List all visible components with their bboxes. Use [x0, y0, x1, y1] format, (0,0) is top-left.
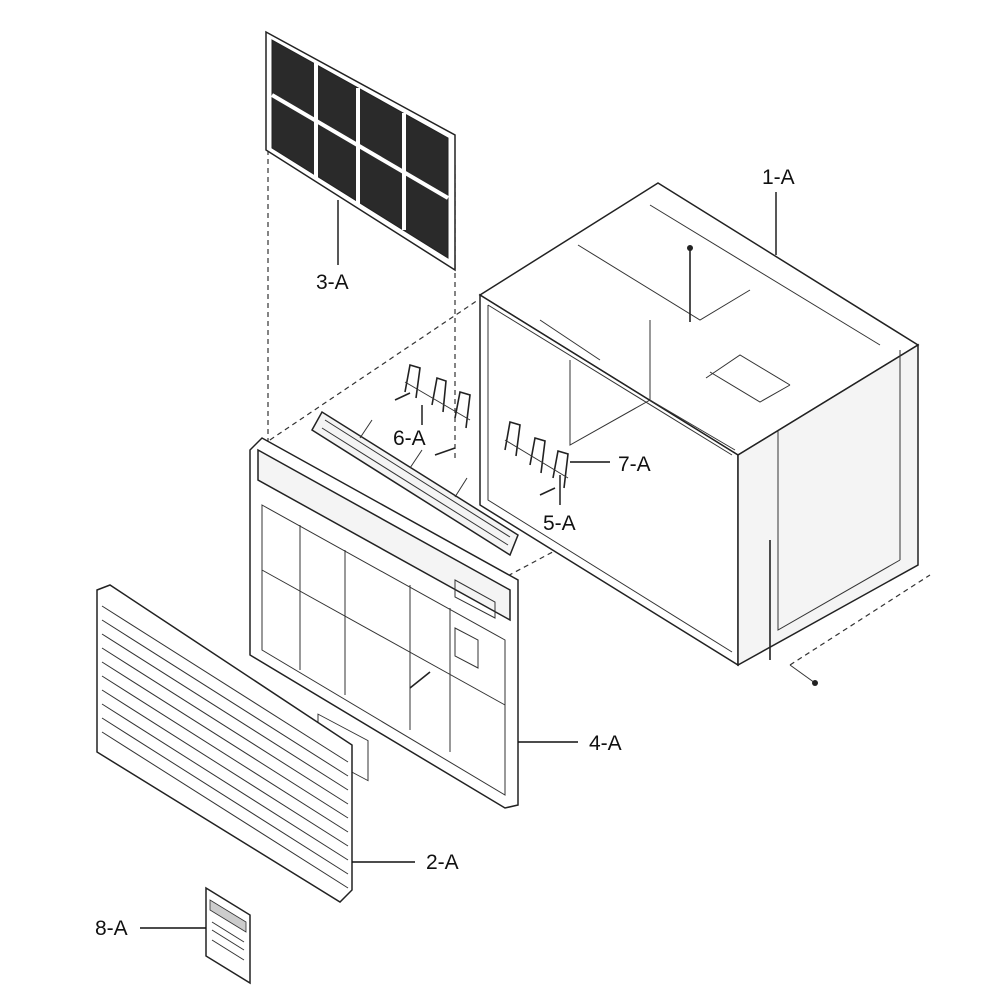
label-3-a: 3-A	[316, 271, 349, 294]
louver-assembly	[311, 410, 519, 557]
label-1-a: 1-A	[762, 166, 795, 189]
label-7-a: 7-A	[618, 453, 651, 476]
air-filter-part	[265, 30, 456, 272]
label-5-a: 5-A	[543, 512, 576, 535]
energy-guide-label-part	[205, 886, 251, 985]
leader-lines	[140, 192, 777, 929]
bracket-6a-part	[394, 363, 471, 456]
front-panel-part	[249, 437, 519, 809]
label-6-a: 6-A	[393, 427, 426, 450]
cabinet-part	[478, 182, 920, 686]
front-grille-part	[96, 584, 353, 903]
label-4-a: 4-A	[589, 732, 622, 755]
label-2-a: 2-A	[426, 851, 459, 874]
bracket-5a-7a-part	[504, 420, 569, 496]
label-8-a: 8-A	[95, 917, 128, 940]
